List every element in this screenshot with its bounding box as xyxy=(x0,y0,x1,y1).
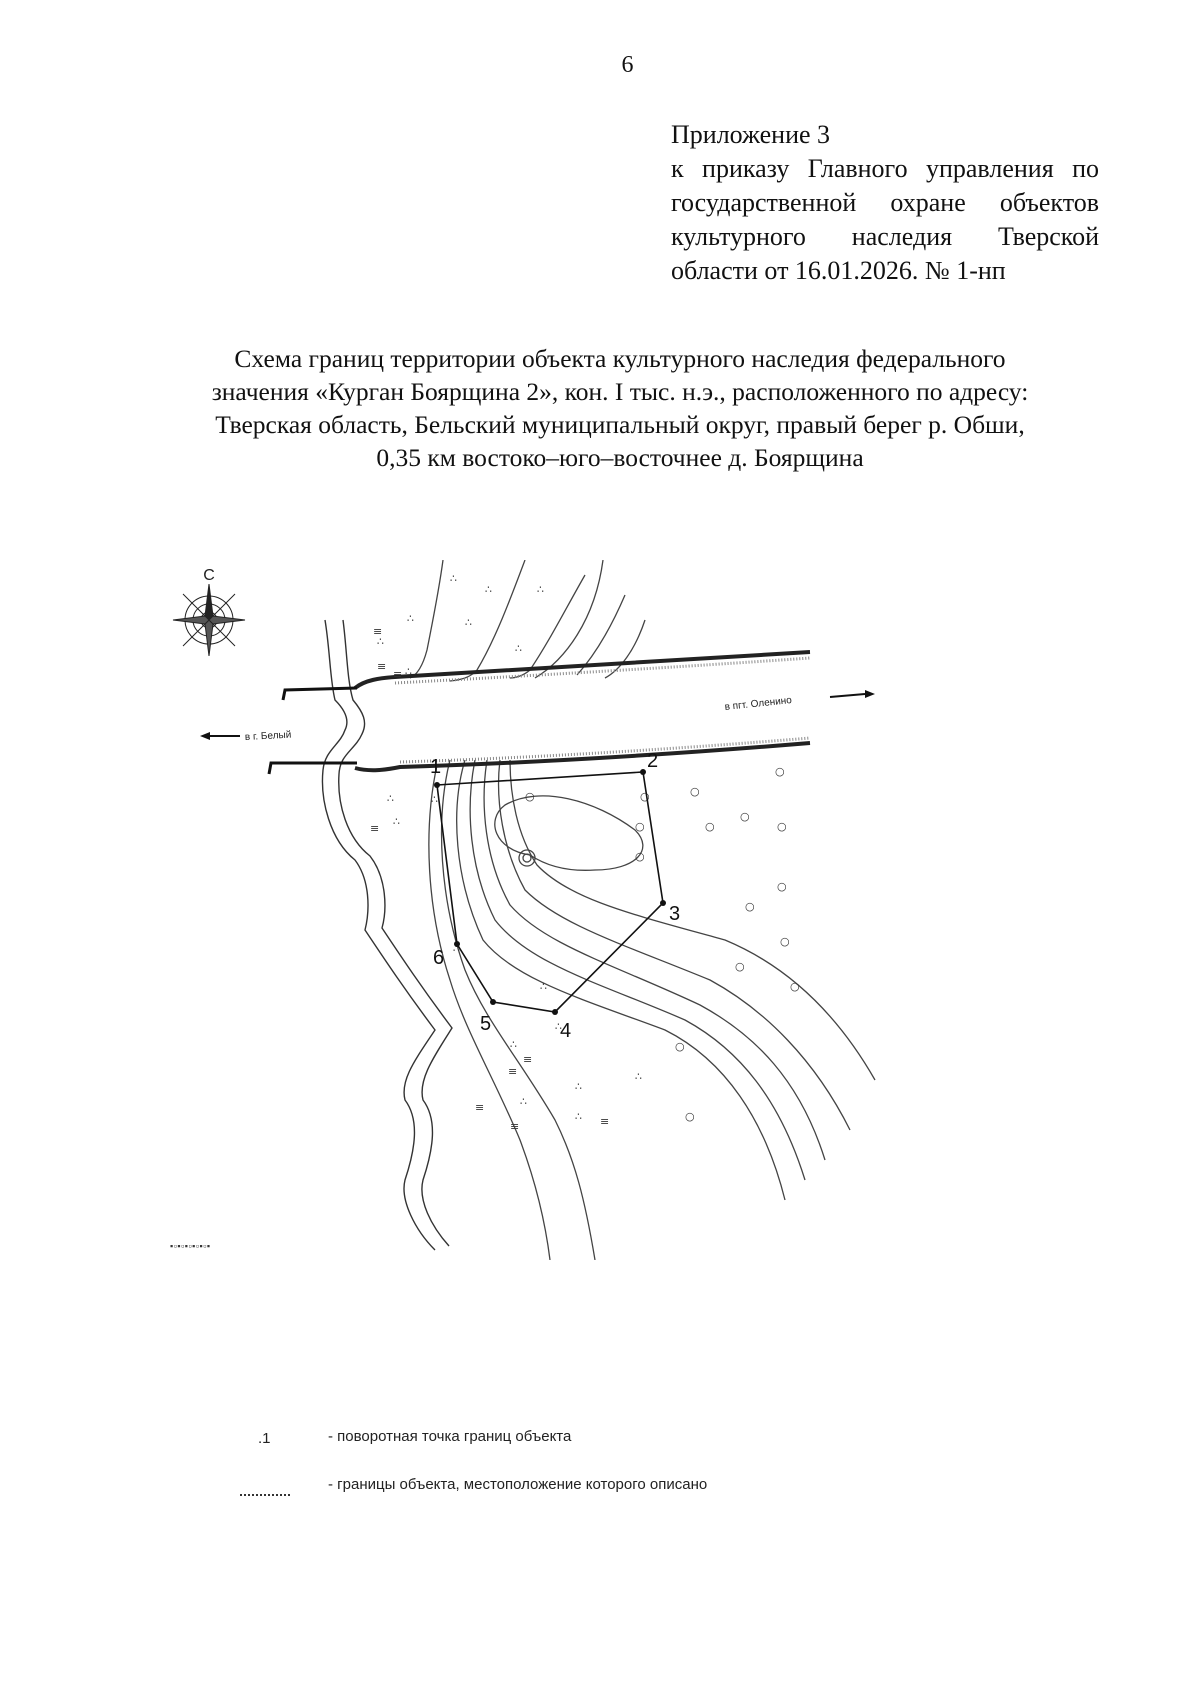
svg-text:○: ○ xyxy=(690,785,700,798)
svg-text:○: ○ xyxy=(705,820,715,833)
legend-point-text: - поворотная точка границ объекта xyxy=(328,1428,572,1445)
map-scale-mark: ▪▫▪▫▪▫▪▫▪▫▪ xyxy=(170,1241,211,1251)
svg-text:∴: ∴ xyxy=(485,583,492,596)
svg-text:∴: ∴ xyxy=(450,572,457,585)
terrain-symbols: ∴∴∴ ∴∴∴ ∴≡≡ ≡∴ ∴∴≡ ∴∴∴ ∴∴≡ ≡∴∴ ≡∴≡ ∴≡ ○○… xyxy=(370,572,800,1133)
svg-text:≡: ≡ xyxy=(510,1120,519,1133)
contour-lines xyxy=(409,560,876,1260)
point-label-2: 2 xyxy=(647,750,658,772)
svg-text:∴: ∴ xyxy=(453,942,460,955)
boundary-map: С xyxy=(165,560,895,1260)
svg-text:○: ○ xyxy=(775,765,785,778)
boundary-vertices xyxy=(434,769,666,1015)
svg-text:∴: ∴ xyxy=(575,1110,582,1123)
svg-text:∴: ∴ xyxy=(575,1080,582,1093)
svg-text:∴: ∴ xyxy=(387,792,394,805)
svg-text:○: ○ xyxy=(777,820,787,833)
svg-text:○: ○ xyxy=(780,935,790,948)
legend-boundary-symbol xyxy=(240,1494,290,1496)
svg-text:○: ○ xyxy=(635,850,645,863)
road: в г. Белый в пгт. Оленино xyxy=(200,650,875,775)
svg-text:○: ○ xyxy=(675,1040,685,1053)
svg-text:≡: ≡ xyxy=(523,1053,532,1066)
svg-text:≡: ≡ xyxy=(370,822,379,835)
svg-text:≡: ≡ xyxy=(508,1065,517,1078)
svg-text:∴: ∴ xyxy=(465,616,472,629)
title-line-1: Схема границ территории объекта культурн… xyxy=(234,344,1006,373)
point-label-1: 1 xyxy=(430,756,441,778)
north-label: С xyxy=(203,567,215,584)
title-line-2: значения «Курган Боярщина 2», кон. I тыс… xyxy=(211,377,1029,406)
river-line xyxy=(321,619,453,1251)
svg-text:≡: ≡ xyxy=(373,625,382,638)
svg-text:○: ○ xyxy=(740,810,750,823)
document-title: Схема границ территории объекта культурн… xyxy=(160,342,1080,474)
svg-text:∴: ∴ xyxy=(405,665,412,678)
svg-text:○: ○ xyxy=(745,900,755,913)
svg-text:○: ○ xyxy=(790,980,800,993)
svg-text:∴: ∴ xyxy=(510,1038,517,1051)
appendix-header: Приложение 3 к приказу Главного управлен… xyxy=(671,118,1099,288)
svg-text:≡: ≡ xyxy=(393,668,402,681)
svg-text:∴: ∴ xyxy=(540,980,547,993)
svg-text:∴: ∴ xyxy=(555,1020,562,1033)
appendix-reference: к приказу Главного управления по государ… xyxy=(671,154,1099,285)
title-line-4: 0,35 км востоко–юго–восточнее д. Боярщин… xyxy=(376,443,864,472)
legend-boundary-text: - границы объекта, местоположение которо… xyxy=(328,1476,708,1493)
svg-text:∴: ∴ xyxy=(393,815,400,828)
point-label-4: 4 xyxy=(560,1020,571,1042)
svg-text:∴: ∴ xyxy=(431,793,438,806)
svg-text:○: ○ xyxy=(635,820,645,833)
svg-text:∴: ∴ xyxy=(520,1095,527,1108)
svg-text:≡: ≡ xyxy=(600,1115,609,1128)
point-label-5: 5 xyxy=(480,1013,491,1035)
point-label-6: 6 xyxy=(433,947,444,969)
svg-text:○: ○ xyxy=(640,790,650,803)
svg-text:∴: ∴ xyxy=(537,583,544,596)
road-right-label: в пгт. Оленино xyxy=(724,695,793,713)
svg-text:∴: ∴ xyxy=(515,642,522,655)
svg-text:∴: ∴ xyxy=(407,612,414,625)
legend-point-symbol: .1 xyxy=(258,1430,271,1447)
appendix-title: Приложение 3 xyxy=(671,120,831,149)
svg-text:○: ○ xyxy=(735,960,745,973)
title-line-3: Тверская область, Бельский муниципальный… xyxy=(215,410,1025,439)
svg-text:∴: ∴ xyxy=(377,635,384,648)
svg-text:≡: ≡ xyxy=(377,660,386,673)
object-boundary xyxy=(436,771,664,1013)
road-left-label: в г. Белый xyxy=(245,730,292,743)
svg-text:○: ○ xyxy=(777,880,787,893)
svg-text:≡: ≡ xyxy=(475,1101,484,1114)
svg-text:○: ○ xyxy=(685,1110,695,1123)
svg-text:∴: ∴ xyxy=(635,1070,642,1083)
point-label-3: 3 xyxy=(669,903,680,925)
svg-text:○: ○ xyxy=(525,790,535,803)
page-number: 6 xyxy=(621,52,634,78)
compass-rose-icon: С xyxy=(172,567,246,657)
